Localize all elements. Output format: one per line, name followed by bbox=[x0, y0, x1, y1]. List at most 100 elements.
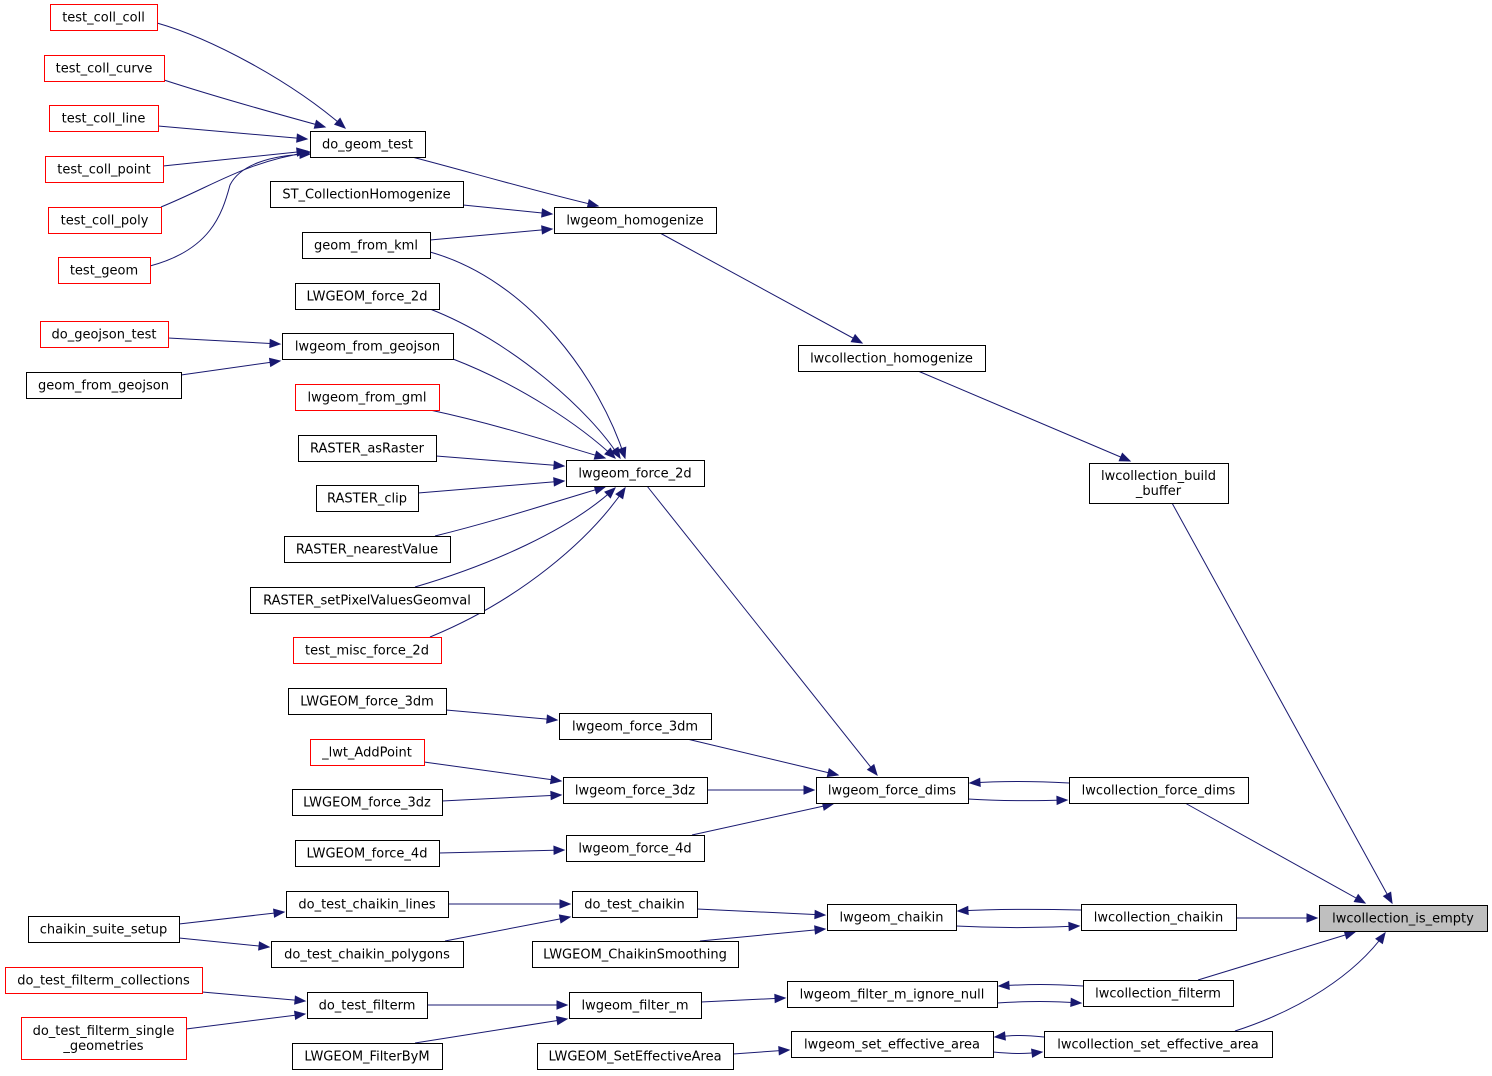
node-test-coll-poly[interactable]: test_coll_poly bbox=[48, 207, 162, 234]
node-raster-asraster[interactable]: RASTER_asRaster bbox=[298, 435, 437, 462]
node-do-test-filterm[interactable]: do_test_filterm bbox=[307, 992, 428, 1019]
node-label: chaikin_suite_setup bbox=[40, 923, 167, 938]
node-lwgeom-set-effective-area[interactable]: lwgeom_set_effective_area bbox=[791, 1031, 994, 1058]
node-label: lwgeom_filter_m bbox=[581, 999, 688, 1014]
node-test-coll-curve[interactable]: test_coll_curve bbox=[44, 55, 165, 82]
node-lwcollection-is-empty[interactable]: lwcollection_is_empty bbox=[1319, 905, 1488, 932]
node-label: do_test_chaikin bbox=[584, 898, 685, 913]
node-test-geom[interactable]: test_geom bbox=[58, 257, 151, 284]
node-chaikin-suite-setup[interactable]: chaikin_suite_setup bbox=[28, 916, 180, 943]
node-label: do_geojson_test bbox=[52, 328, 157, 343]
node-lwgeom-force-3dm[interactable]: LWGEOM_force_3dm bbox=[288, 688, 447, 715]
node-label: lwgeom_filter_m_ignore_null bbox=[800, 988, 985, 1003]
node-do-test-filterm-single-geometries[interactable]: do_test_filterm_single_geometries bbox=[21, 1017, 187, 1060]
node-do-test-chaikin-lines[interactable]: do_test_chaikin_lines bbox=[286, 891, 449, 918]
node-lwgeom-filter-m[interactable]: lwgeom_filter_m bbox=[569, 992, 702, 1019]
arrowhead-icon bbox=[997, 980, 1010, 991]
node-label: test_coll_coll bbox=[62, 11, 145, 26]
node-geom-from-kml[interactable]: geom_from_kml bbox=[302, 232, 431, 259]
node-raster-nearestvalue[interactable]: RASTER_nearestValue bbox=[284, 536, 451, 563]
node-lwgeom-from-gml[interactable]: lwgeom_from_gml bbox=[295, 384, 440, 411]
node-box bbox=[298, 435, 437, 462]
arrowhead-icon bbox=[553, 460, 566, 470]
edge-geom-from-kml-to-lwgeom-force-2d bbox=[429, 251, 627, 460]
node-lwgeom-force-2d[interactable]: LWGEOM_force_2d bbox=[295, 283, 440, 310]
node-lwgeom-force-3dz[interactable]: lwgeom_force_3dz bbox=[563, 777, 708, 804]
node-test-coll-line[interactable]: test_coll_line bbox=[49, 105, 159, 132]
node-do-test-chaikin-polygons[interactable]: do_test_chaikin_polygons bbox=[271, 941, 464, 968]
node-lwgeom-chaikin[interactable]: lwgeom_chaikin bbox=[827, 904, 957, 931]
node-lwgeom-force-4d[interactable]: LWGEOM_force_4d bbox=[295, 840, 440, 867]
node-lwcollection-set-effective-area[interactable]: lwcollection_set_effective_area bbox=[1044, 1031, 1273, 1058]
node-st-collectionhomogenize[interactable]: ST_CollectionHomogenize bbox=[270, 181, 464, 208]
edge-lwgeom-from-geojson-to-lwgeom-force-2d bbox=[452, 358, 616, 459]
node-lwcollection-chaikin[interactable]: lwcollection_chaikin bbox=[1081, 904, 1237, 931]
node-box bbox=[787, 981, 998, 1008]
node-test-coll-point[interactable]: test_coll_point bbox=[45, 156, 164, 183]
node-lwcollection-force-dims[interactable]: lwcollection_force_dims bbox=[1069, 777, 1249, 804]
edge-line bbox=[445, 709, 558, 721]
node-lwcollection-filterm[interactable]: lwcollection_filterm bbox=[1083, 980, 1234, 1007]
node-lwgeom-force-2d[interactable]: lwgeom_force_2d bbox=[566, 460, 705, 487]
node-lwgeom-force-4d[interactable]: lwgeom_force_4d bbox=[566, 835, 705, 862]
edge-lwcollection-chaikin-to-lwgeom-chaikin bbox=[956, 905, 1082, 916]
edge-line bbox=[441, 794, 562, 802]
edge-test-coll-coll-to-do-geom-test bbox=[156, 22, 347, 129]
node-label-line: do_test_filterm_single bbox=[33, 1024, 175, 1039]
node-lwgeom-homogenize[interactable]: lwgeom_homogenize bbox=[554, 207, 717, 234]
node-lwgeom-force-3dz[interactable]: LWGEOM_force_3dz bbox=[292, 789, 443, 816]
node-lwgeom-chaikinsmoothing[interactable]: LWGEOM_ChaikinSmoothing bbox=[532, 941, 739, 968]
node-lwgeom-force-dims[interactable]: lwgeom_force_dims bbox=[816, 777, 969, 804]
edge-lwgeom-homogenize-to-lwcollection-homogenize bbox=[659, 232, 864, 344]
node-label: do_test_filterm bbox=[319, 999, 416, 1014]
edge-lwgeom-force-4d-to-lwgeom-force-dims bbox=[691, 801, 835, 836]
node-label: lwgeom_force_dims bbox=[828, 784, 956, 799]
node-box bbox=[1319, 905, 1488, 932]
node-lwgeom-seteffectivearea[interactable]: LWGEOM_SetEffectiveArea bbox=[537, 1043, 734, 1070]
node-lwcollection-build-buffer[interactable]: lwcollection_build_buffer bbox=[1089, 463, 1229, 504]
node-box bbox=[292, 1043, 443, 1070]
node-box bbox=[798, 345, 986, 372]
node-raster-setpixelvaluesgeomval[interactable]: RASTER_setPixelValuesGeomval bbox=[250, 587, 485, 614]
node-box bbox=[827, 904, 957, 931]
edge-lwcollection-filterm-to-lwgeom-filter-m-ignore-null bbox=[997, 980, 1084, 991]
node-lwgeom-force-3dm[interactable]: lwgeom_force_3dm bbox=[559, 713, 712, 740]
arrowhead-icon bbox=[814, 909, 827, 920]
node-label: do_test_filterm_single_geometries bbox=[33, 1024, 175, 1054]
edge-lwgeom-filter-m-to-lwgeom-filter-m-ignore-null bbox=[700, 993, 787, 1004]
node-do-geom-test[interactable]: do_geom_test bbox=[310, 131, 426, 158]
node-box bbox=[532, 941, 739, 968]
node-lwgeom-from-geojson[interactable]: lwgeom_from_geojson bbox=[282, 333, 454, 360]
node-lwgeom-filter-m-ignore-null[interactable]: lwgeom_filter_m_ignore_null bbox=[787, 981, 998, 1008]
edge-lwcollection-homogenize-to-lwcollection-build-buffer bbox=[917, 370, 1132, 462]
edge-line bbox=[957, 908, 1082, 912]
node-raster-clip[interactable]: RASTER_clip bbox=[316, 485, 419, 512]
edge-lwgeom-force-dims-to-lwcollection-force-dims bbox=[967, 795, 1069, 806]
node-test-coll-coll[interactable]: test_coll_coll bbox=[50, 4, 158, 31]
node-lwcollection-homogenize[interactable]: lwcollection_homogenize bbox=[798, 345, 986, 372]
edge-line bbox=[167, 337, 281, 345]
node-lwgeom-filterbym[interactable]: LWGEOM_FilterByM bbox=[292, 1043, 443, 1070]
arrowhead-icon bbox=[559, 899, 572, 909]
node-label: test_coll_point bbox=[57, 163, 150, 178]
node-do-geojson-test[interactable]: do_geojson_test bbox=[40, 321, 169, 348]
edge-lwgeom-force-4d-to-lwgeom-force-4d bbox=[438, 845, 566, 855]
node-label: RASTER_nearestValue bbox=[296, 543, 438, 558]
node-do-test-filterm-collections[interactable]: do_test_filterm_collections bbox=[5, 967, 203, 994]
node-label: do_test_filterm_collections bbox=[17, 974, 190, 989]
node-box bbox=[5, 967, 203, 994]
node-test-misc-force-2d[interactable]: test_misc_force_2d bbox=[293, 637, 442, 664]
node-do-test-chaikin[interactable]: do_test_chaikin bbox=[572, 891, 698, 918]
edge-do-test-chaikin-to-lwgeom-chaikin bbox=[696, 908, 827, 920]
edge-lwcollection-set-effective-area-to-lwcollection-is-empty bbox=[1234, 931, 1386, 1032]
node-label: lwgeom_from_gml bbox=[308, 391, 427, 406]
arrowhead-icon bbox=[269, 338, 282, 349]
edge-line bbox=[996, 1001, 1082, 1004]
node-label: test_misc_force_2d bbox=[305, 644, 429, 659]
node-label: test_coll_line bbox=[62, 112, 146, 127]
arrowhead-icon bbox=[1306, 913, 1319, 923]
node-box bbox=[791, 1031, 994, 1058]
node-geom-from-geojson[interactable]: geom_from_geojson bbox=[26, 372, 182, 399]
node-box bbox=[302, 232, 431, 259]
node-lwt-addpoint[interactable]: _lwt_AddPoint bbox=[310, 739, 425, 766]
